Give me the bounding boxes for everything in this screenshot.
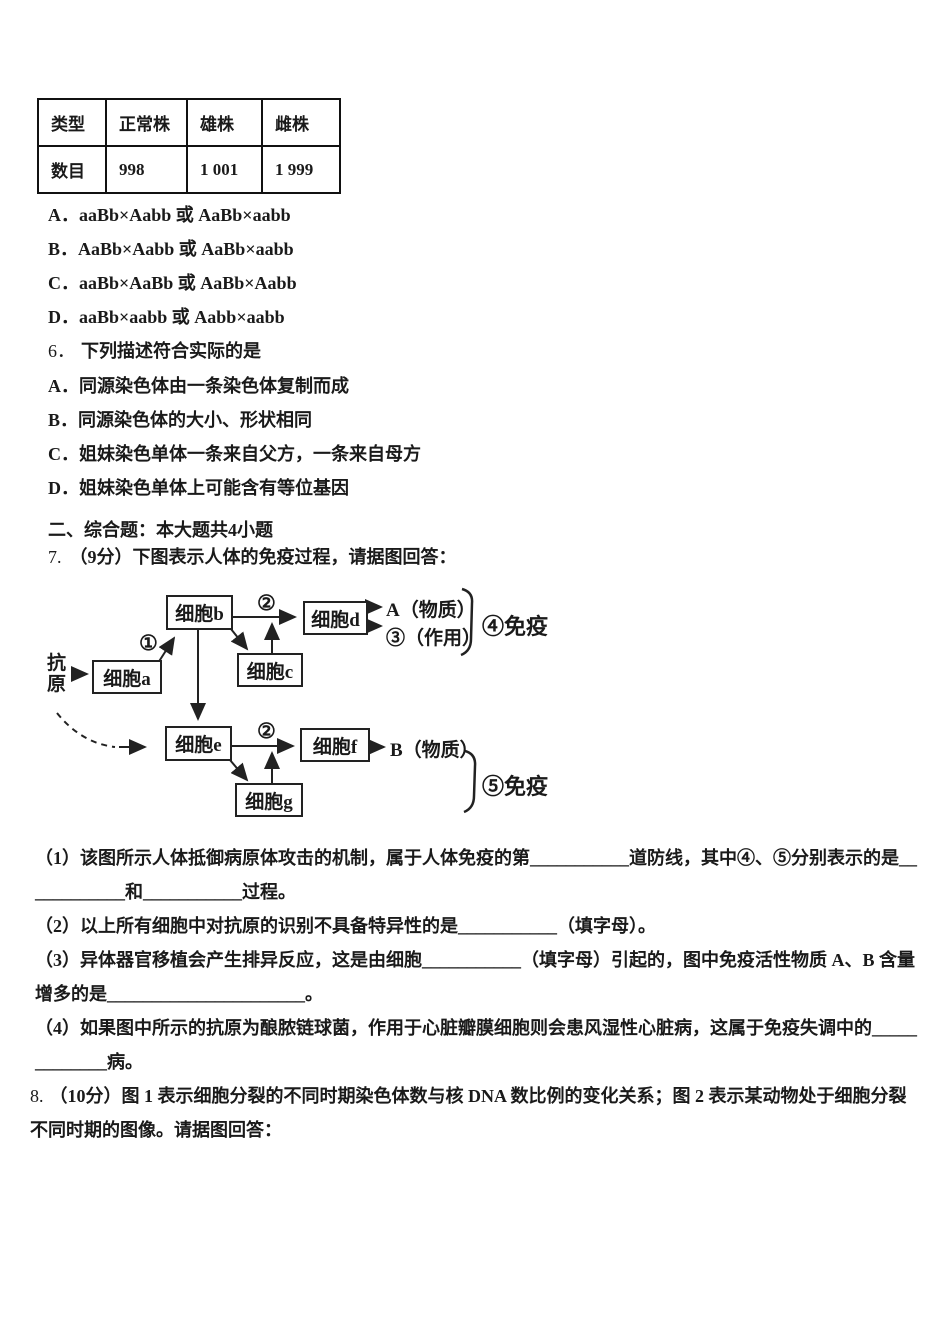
cell-male-count: 1 001 [186, 145, 263, 194]
q7-sub-question-3: （3）异体器官移植会产生排异反应，这是由细胞___________（填字母）引起… [35, 950, 916, 1004]
q7-stem: 7. （9分）下图表示人体的免疫过程，请据图回答： [48, 544, 920, 571]
cell-d-box: 细胞d [303, 601, 368, 635]
cell-female-count: 1 999 [261, 145, 341, 194]
q7-sub-question-1: （1）该图所示人体抵御病原体攻击的机制，属于人体免疫的第___________道… [35, 848, 917, 902]
q6-option-c: C．姐妹染色单体一条来自父方，一条来自母方 [48, 444, 421, 464]
q5-option-c: C．aaBb×AaBb 或 AaBb×Aabb [48, 273, 297, 293]
q5-option-b: B．AaBb×Aabb 或 AaBb×aabb [48, 239, 294, 259]
substance-b-label: B（物质） [390, 740, 479, 761]
q6-option-b: B．同源染色体的大小、形状相同 [48, 410, 313, 430]
q7-stem-text: （9分）下图表示人体的免疫过程，请据图回答： [69, 547, 457, 567]
antigen-char-1: 抗 [47, 653, 67, 674]
q6-option-d: D．姐妹染色单体上可能含有等位基因 [48, 478, 349, 498]
table-row-counts: 数目 998 1 001 1 999 [37, 145, 341, 194]
q6-options: A．同源染色体由一条染色体复制而成 B．同源染色体的大小、形状相同 C．姐妹染色… [30, 369, 920, 505]
immunity-4-label: ④免疫 [482, 614, 549, 639]
cell-e-box: 细胞e [165, 726, 232, 761]
q6-stem: 6． 下列描述符合实际的是 [48, 334, 920, 369]
cell-type-label: 类型 [37, 98, 107, 147]
table-row-header: 类型 正常株 雄株 雌株 [37, 98, 341, 147]
cell-c-box: 细胞c [237, 653, 303, 687]
diagram-arrows [56, 587, 477, 814]
cell-g-box: 细胞g [235, 783, 303, 817]
antigen-label: 抗原 [47, 653, 66, 695]
circled-1-label: ① [139, 631, 158, 655]
q7-sub-question-2: （2）以上所有细胞中对抗原的识别不具备特异性的是___________（填字母）… [35, 916, 656, 936]
q5-options: A．aaBb×Aabb 或 AaBb×aabb B．AaBb×Aabb 或 Aa… [30, 198, 920, 334]
cell-normal-label: 正常株 [105, 98, 188, 147]
cell-a-box: 细胞a [92, 660, 162, 694]
substance-a-label: A（物质） [386, 600, 476, 621]
antigen-char-2: 原 [47, 674, 67, 695]
q8-number: 8. [30, 1086, 44, 1106]
q6-stem-text: 下列描述符合实际的是 [81, 341, 261, 361]
circled-2-bottom-label: ② [257, 719, 276, 743]
cell-b-box: 细胞b [166, 595, 233, 630]
q7-sub-question-4: （4）如果图中所示的抗原为酿脓链球菌，作用于心脏瓣膜细胞则会患风湿性心脏病，这属… [35, 1018, 917, 1072]
cell-male-label: 雄株 [186, 98, 263, 147]
cell-f-box: 细胞f [300, 728, 370, 762]
q5-option-d: D．aaBb×aabb 或 Aabb×aabb [48, 307, 285, 327]
q8-stem: 8.（10分）图 1 表示细胞分裂的不同时期染色体数与核 DNA 数比例的变化关… [30, 1079, 920, 1147]
section2-title: 二、综合题：本大题共4小题 [48, 520, 273, 540]
cell-female-label: 雌株 [261, 98, 341, 147]
q5-option-a: A．aaBb×Aabb 或 AaBb×aabb [48, 205, 291, 225]
q6-number: 6． [48, 341, 75, 361]
cell-count-label: 数目 [37, 145, 107, 194]
q5-count-table: 类型 正常株 雄株 雌株 数目 998 1 001 1 999 [37, 98, 341, 194]
q7-number: 7. [48, 547, 62, 567]
cell-normal-count: 998 [105, 145, 188, 194]
q6-option-a: A．同源染色体由一条染色体复制而成 [48, 376, 349, 396]
circled-2-top-label: ② [257, 591, 276, 615]
immune-process-diagram: 抗原 细胞a 细胞b 细胞c 细胞d 细胞e 细胞f 细胞g ① ② ② A（物… [45, 577, 693, 825]
q8-stem-text: （10分）图 1 表示细胞分裂的不同时期染色体数与核 DNA 数比例的变化关系；… [30, 1086, 907, 1140]
immunity-5-label: ⑤免疫 [482, 774, 549, 799]
effect-3-label: ③（作用） [386, 628, 482, 649]
